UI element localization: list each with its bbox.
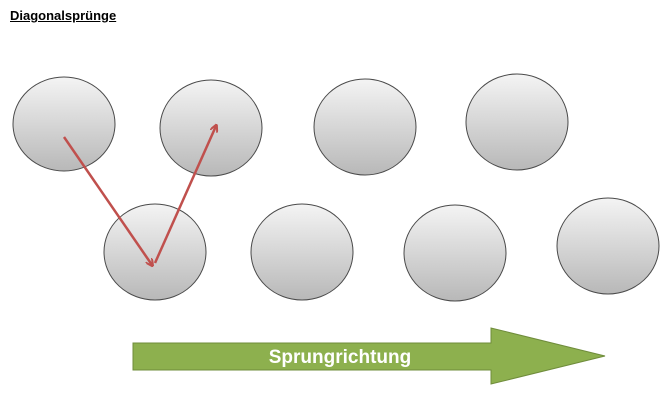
jump-arrow-down <box>62 136 152 265</box>
stone-bottom-3 <box>403 204 507 302</box>
direction-arrow-shape <box>132 327 606 385</box>
bottom-row <box>103 197 660 302</box>
stone-bottom-2 <box>250 203 354 301</box>
stone-top-4 <box>465 73 569 171</box>
stone-top-2 <box>159 79 263 177</box>
stone-bottom-1 <box>103 203 207 301</box>
jump-path <box>62 126 216 265</box>
direction-arrow-label: Sprungrichtung <box>269 347 411 368</box>
stone-top-3 <box>313 78 417 176</box>
page-title: Diagonalsprünge <box>10 8 117 23</box>
stone-top-1 <box>12 76 116 172</box>
stone-bottom-4 <box>556 197 660 295</box>
direction-arrow: Sprungrichtung <box>132 327 606 385</box>
top-row <box>12 73 569 177</box>
jump-arrow-up <box>153 126 216 264</box>
